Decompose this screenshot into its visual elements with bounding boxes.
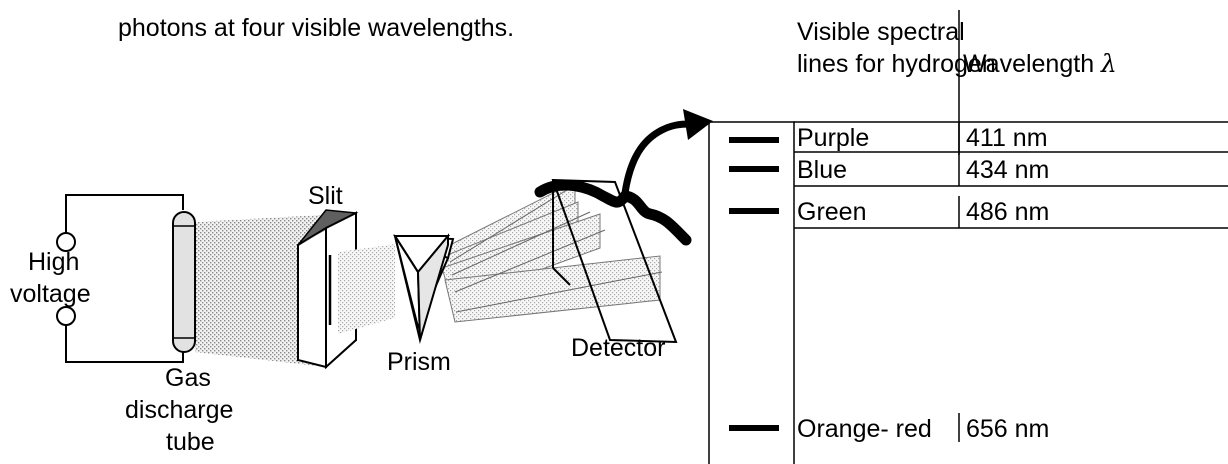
high-voltage-label-line1: High: [28, 248, 79, 276]
caption-text: photons at four visible wavelengths.: [118, 14, 514, 42]
dispersed-beams: [439, 181, 663, 323]
spectral-line-orange-red: [729, 425, 779, 431]
arrowhead-icon: [683, 109, 713, 140]
detector-label: Detector: [571, 334, 665, 362]
row-color-purple: Purple: [797, 124, 869, 152]
row-wavelength-blue: 434 nm: [966, 156, 1049, 184]
tube-label-line1: Gas: [165, 364, 211, 392]
row-color-green: Green: [797, 198, 866, 226]
header-col1-line2: lines for hydrogen: [797, 50, 996, 78]
header-col1-line1: Visible spectral: [797, 18, 965, 46]
row-wavelength-orange-red: 656 nm: [966, 415, 1049, 443]
spectral-line-markers: [729, 137, 779, 431]
row-color-orange-red: Orange- red: [797, 415, 932, 443]
high-voltage-label-line2: voltage: [10, 280, 91, 308]
header-col2-text: Wavelength: [963, 50, 1101, 78]
gas-discharge-tube: [172, 211, 196, 353]
spectral-line-blue: [729, 166, 779, 172]
header-col2: Wavelength λ: [963, 49, 1117, 78]
prism-label: Prism: [387, 348, 451, 376]
light-beam-to-prism: [338, 244, 395, 334]
prism: [393, 233, 455, 344]
tube-label-line3: tube: [166, 428, 215, 456]
slit-label: Slit: [308, 182, 343, 210]
row-color-blue: Blue: [797, 156, 847, 184]
row-wavelength-green: 486 nm: [966, 198, 1049, 226]
high-voltage-circuit: [65, 194, 184, 363]
lambda-symbol: λ: [1100, 49, 1117, 78]
row-wavelength-purple: 411 nm: [966, 124, 1048, 152]
spectral-line-green: [729, 208, 779, 214]
terminal-bottom-icon: [56, 306, 76, 326]
detector-screen: [551, 178, 678, 344]
spectral-line-purple: [729, 137, 779, 143]
spectrum-table: [708, 10, 1228, 464]
pointer-arrow-icon: [621, 120, 694, 197]
terminal-top-icon: [56, 232, 76, 252]
tube-label-line2: discharge: [125, 396, 233, 424]
